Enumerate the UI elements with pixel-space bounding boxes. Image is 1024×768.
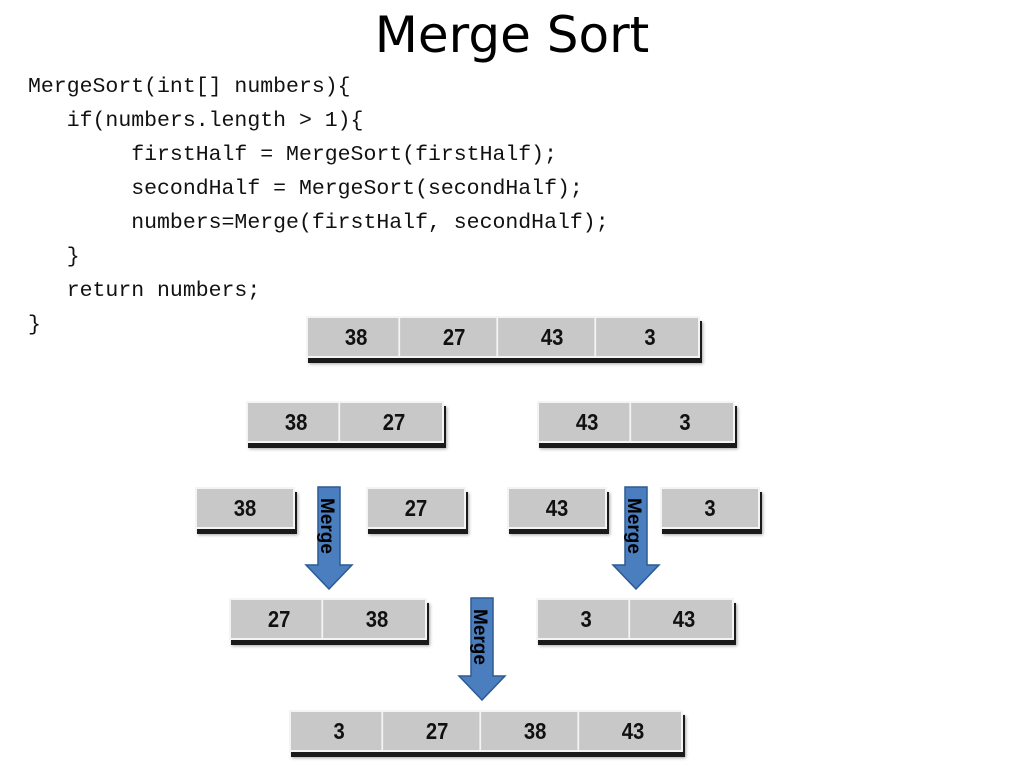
array-cell: 38 [254,403,341,441]
array-cell: 43 [672,605,696,632]
array-single-3: 3 [660,487,760,529]
array-cell: 38 [314,318,401,356]
array-cell: 43 [510,318,597,356]
code-line: return numbers; [28,279,261,303]
array-cell: 43 [545,403,632,441]
array-single-27: 27 [366,487,466,529]
array-cell: 38 [365,605,389,632]
merge-label: Merge [469,609,490,665]
code-line: } [28,245,80,269]
code-line: MergeSort(int[] numbers){ [28,75,351,99]
array-merged-left: 27 38 [229,598,427,640]
array-cell: 27 [404,494,428,521]
array-single-38: 38 [195,487,295,529]
code-line: numbers=Merge(firstHalf, secondHalf); [28,211,609,235]
merge-arrow-bottom: Merge [457,597,507,701]
merge-label: Merge [316,498,337,554]
array-cell: 27 [237,600,324,638]
array-cell: 3 [644,323,656,350]
code-line: } [28,313,41,337]
merge-label: Merge [623,498,644,554]
code-line: if(numbers.length > 1){ [28,109,364,133]
array-cell: 38 [493,712,580,750]
array-right-half: 43 3 [537,401,735,443]
array-cell: 3 [704,494,716,521]
array-result: 3 27 38 43 [289,710,683,752]
array-merged-right: 3 43 [536,598,734,640]
array-cell: 38 [233,494,257,521]
merge-arrow-right: Merge [611,486,661,590]
array-cell: 43 [545,494,569,521]
array-input: 38 27 43 3 [306,316,700,358]
code-line: secondHalf = MergeSort(secondHalf); [28,177,583,201]
array-cell: 3 [297,712,384,750]
array-cell: 27 [395,712,482,750]
array-cell: 3 [544,600,631,638]
array-single-43: 43 [507,487,607,529]
code-line: firstHalf = MergeSort(firstHalf); [28,143,557,167]
array-cell: 27 [382,408,406,435]
array-cell: 27 [412,318,499,356]
page-title: Merge Sort [374,6,650,64]
array-cell: 3 [679,408,691,435]
array-cell: 43 [621,717,645,744]
code-block: MergeSort(int[] numbers){ if(numbers.len… [28,70,609,342]
merge-arrow-left: Merge [304,486,354,590]
array-left-half: 38 27 [246,401,444,443]
